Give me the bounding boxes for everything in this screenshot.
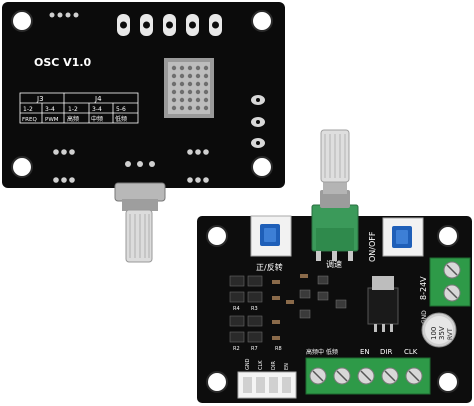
rear-mounting-hole-br — [251, 156, 273, 178]
speed-potentiometer — [311, 129, 359, 261]
table-mode-cell: PWM — [45, 117, 59, 123]
designator: R2 — [233, 346, 240, 352]
rear-pads-top-left — [49, 12, 79, 18]
thermal-pad — [164, 58, 214, 118]
designator: R4 — [233, 306, 240, 312]
terminal-label-en: EN — [360, 348, 370, 356]
designator: R8 — [275, 346, 282, 352]
terminal-label-chinese: 高频中 低频 — [306, 348, 338, 356]
capacitor-voltage: 35V — [438, 326, 446, 340]
mosfet-regulator — [367, 276, 399, 332]
front-mounting-hole-br — [437, 371, 459, 393]
table-mode-cell: 低频 — [115, 115, 127, 123]
electrolytic-capacitor — [421, 312, 457, 348]
capacitor-value: 100 — [430, 327, 438, 340]
header-label-gnd: GND — [245, 358, 251, 370]
label-onoff: ON/OFF — [368, 231, 377, 262]
jst-header — [237, 371, 297, 399]
rear-board-title: OSC V1.0 — [34, 56, 92, 69]
rear-mounting-hole-bl — [11, 156, 33, 178]
rear-pads-bottom — [53, 149, 209, 183]
table-pin-cell: 5-6 — [116, 106, 126, 113]
table-header-j3: J3 — [36, 95, 44, 103]
table-mode-cell: FREQ — [22, 117, 37, 123]
table-pin-cell: 3-4 — [45, 106, 55, 113]
header-label-clk: CLK — [258, 360, 264, 370]
table-pin-cell: 1-2 — [68, 106, 78, 113]
table-mode-cell: 高频 — [67, 115, 79, 123]
table-header-j4: J4 — [94, 95, 102, 103]
rear-mounting-hole-tr — [251, 10, 273, 32]
smd-components-left — [229, 274, 347, 343]
header-label-dir: DIR — [271, 361, 277, 370]
front-mounting-hole-tr — [437, 225, 459, 247]
rear-board: OSC V1.0 J3 J4 1-2 — [2, 2, 285, 188]
direction-push-button — [250, 215, 292, 257]
power-push-button — [382, 217, 424, 257]
table-mode-cell: 中频 — [91, 115, 103, 123]
rear-potentiometer — [114, 182, 166, 263]
front-mounting-hole-tl — [206, 225, 228, 247]
jumper-config-table: J3 J4 1-2 3-4 1-2 3-4 5-6 FREQ PWM 高频 中频… — [19, 92, 139, 124]
table-pin-cell: 3-4 — [92, 106, 102, 113]
signal-terminal-block — [305, 357, 431, 395]
front-board: 正/反转 调速 ON/OFF — [197, 129, 472, 403]
label-speed: 调速 — [326, 260, 342, 269]
rear-mounting-hole-tl — [11, 10, 33, 32]
terminal-label-dir: DIR — [380, 348, 392, 356]
front-mounting-hole-bl — [206, 371, 228, 393]
capacitor-brand: RVT — [447, 328, 454, 340]
label-voltage: 8-24V — [419, 276, 428, 300]
header-label-en: EN — [284, 363, 290, 370]
designator: R3 — [251, 306, 258, 312]
table-pin-cell: 1-2 — [23, 106, 33, 113]
terminal-label-clk: CLK — [404, 348, 418, 356]
label-forward-reverse: 正/反转 — [256, 262, 283, 272]
power-terminal-block — [429, 257, 471, 307]
designator: R7 — [251, 346, 258, 352]
label-gnd: GND — [421, 310, 428, 324]
